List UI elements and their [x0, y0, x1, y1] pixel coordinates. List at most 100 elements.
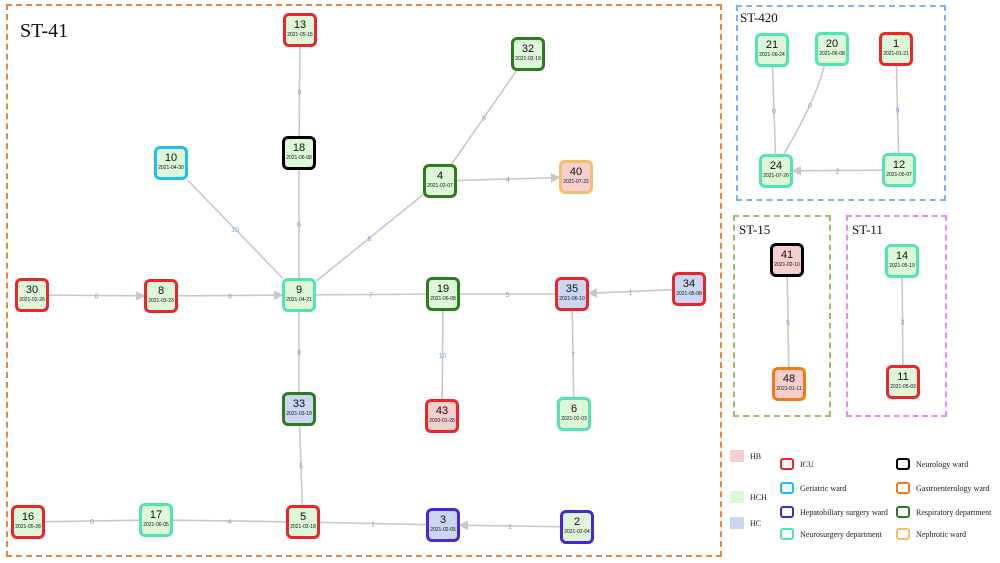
edge-label-21-24: 0 [772, 109, 776, 116]
node-id-label: 17 [149, 509, 163, 521]
node-id-label: 40 [569, 166, 583, 178]
node-date-label: 2021-02-10 [774, 262, 800, 268]
node-id-label: 16 [21, 511, 35, 523]
legend-dept-icu: ICU [780, 458, 814, 470]
edge-32-4 [451, 70, 517, 165]
edge-label-19-43: 10 [439, 353, 447, 360]
node-date-label: 2021-06-10 [559, 296, 585, 302]
edge-label-1-12: 9 [896, 108, 900, 115]
node-id-label: 41 [780, 249, 794, 261]
node-date-label: 2021-06-08 [430, 296, 456, 302]
cluster-st15-label: ST-15 [739, 222, 771, 237]
legend-dept-respiratory-label: Respiratory department [916, 507, 992, 517]
legend-fill-hb: HB [730, 450, 761, 462]
edge-label-17-5: 4 [228, 519, 232, 526]
legend-dept-geriatric: Geriatric ward [780, 482, 846, 494]
node-id-label: 6 [570, 403, 578, 415]
node-id-label: 18 [292, 142, 306, 154]
edge-label-4-40: 4 [506, 177, 510, 184]
legend: HB HCH HC ICU Geriatric ward Hepatobilia… [728, 450, 998, 550]
cluster-st41-label: ST-41 [20, 20, 69, 42]
legend-dept-geriatric-label: Geriatric ward [800, 483, 847, 493]
edge-label-20-24: 0 [808, 103, 812, 110]
edge-label-14-11: 3 [901, 320, 905, 327]
node-id-label: 32 [521, 43, 535, 55]
node-date-label: 2021-04-21 [286, 297, 312, 303]
edge-5-3 [319, 521, 427, 526]
node-date-label: 2021-05-28 [15, 524, 41, 530]
edge-4-40 [456, 172, 561, 183]
edge-30-8 [48, 291, 146, 301]
node-date-label: 2021-06-08 [819, 51, 845, 57]
edge-4-9 [315, 194, 424, 282]
node-id-label: 14 [895, 250, 909, 262]
edge-21-24 [771, 66, 777, 155]
edge-label-35-6: 7 [571, 352, 575, 359]
legend-dept-neurosurgery: Neurosurgery department [780, 528, 882, 540]
node-id-label: 5 [299, 511, 307, 523]
node-id-label: 11 [897, 371, 909, 383]
node-date-label: 2021-02-18 [290, 524, 316, 530]
edge-1-12 [895, 65, 900, 154]
edge-label-12-24: 2 [836, 169, 840, 176]
cluster-st15: ST-15 [733, 215, 831, 417]
edge-2-3 [458, 520, 561, 531]
legend-fill-hch-swatch [730, 491, 744, 503]
edge-20-24 [783, 65, 825, 155]
cluster-st41: ST-41 [6, 4, 722, 557]
edge-34-35 [587, 288, 673, 298]
edge-10-9 [186, 179, 284, 279]
edge-label-9-33: 8 [297, 350, 301, 357]
node-date-label: 2020-01-28 [429, 418, 455, 424]
cluster-st420: ST-420 [736, 5, 946, 201]
node-date-label: 2021-05-08 [676, 291, 702, 297]
node-date-label: 2021-02-05 [430, 527, 456, 533]
legend-dept-gastro-swatch [896, 482, 910, 494]
legend-dept-hepatobiliary: Hepatobiliary surgery ward [780, 506, 888, 518]
node-date-label: 2021-05-03 [890, 384, 916, 390]
edge-9-19 [315, 293, 427, 296]
legend-dept-respiratory: Respiratory department [896, 506, 991, 518]
legend-fill-hc-swatch [730, 517, 744, 529]
node-date-label: 2021-06-05 [143, 522, 169, 528]
legend-dept-hepatobiliary-label: Hepatobiliary surgery ward [800, 507, 888, 517]
edge-label-34-35: 1 [629, 290, 633, 297]
node-date-label: 2021-06-08 [286, 155, 312, 161]
node-id-label: 30 [25, 284, 39, 296]
legend-dept-neurology: Neurology ward [896, 458, 968, 470]
edge-8-9 [177, 290, 284, 300]
edge-label-30-8: 0 [95, 294, 99, 301]
edge-17-5 [172, 519, 287, 523]
legend-dept-neurosurgery-swatch [780, 528, 794, 540]
legend-dept-icu-swatch [780, 458, 794, 470]
